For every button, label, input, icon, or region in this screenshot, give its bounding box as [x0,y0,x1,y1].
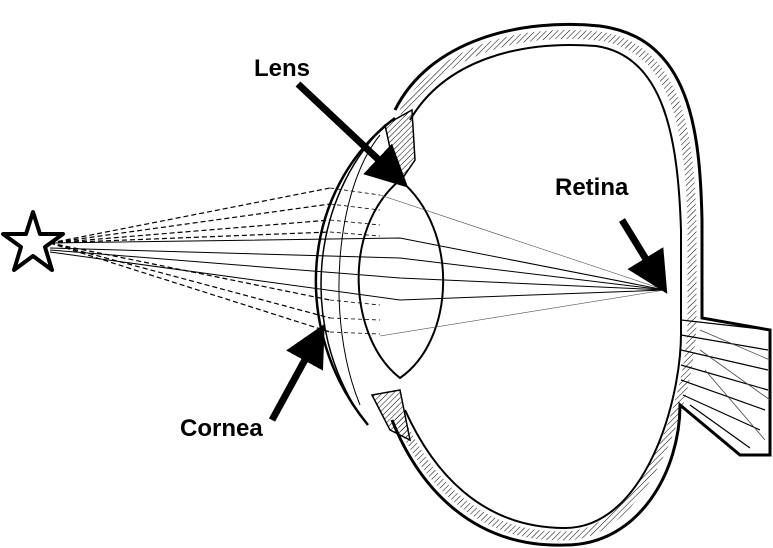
light-rays [50,188,665,336]
retina-label: Retina [555,174,629,201]
cornea-arrow [272,336,318,420]
label-arrows [272,84,660,420]
lens-label: Lens [254,55,310,82]
lens-arrow [298,84,398,178]
sclera [392,24,770,545]
retina-arrow [622,220,660,282]
cornea-label: Cornea [180,415,263,442]
star-icon [3,212,63,270]
